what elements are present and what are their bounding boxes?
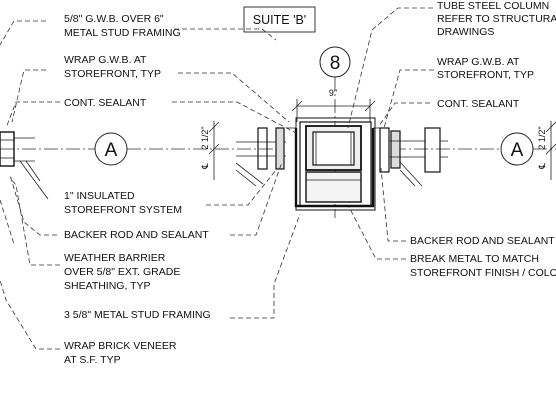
tube-steel-column (286, 117, 383, 211)
note-wrap-gwb-left: WRAP G.W.B. AT STOREFRONT, TYP (64, 54, 161, 80)
left-centerline-symbol: ℄ (200, 163, 210, 170)
right-offset-dimension: 2 1/2" ℄ (537, 121, 556, 180)
center-left-glazing (235, 127, 286, 187)
right-centerline-symbol: ℄ (537, 163, 547, 170)
note-weather-barrier: WEATHER BARRIER OVER 5/8" EXT. GRADE SHE… (64, 252, 183, 292)
grid-bubble-column-label: 8 (330, 53, 341, 74)
note-tube-steel-column: TUBE STEEL COLUMN REFER TO STRUCTURAL DR… (437, 0, 556, 38)
right-offset-label: 2 1/2" (537, 126, 547, 149)
left-offset-label: 2 1/2" (200, 126, 210, 149)
center-right-glazing (379, 127, 448, 187)
left-notes: 5/8" G.W.B. OVER 6" METAL STUD FRAMING W… (64, 13, 211, 366)
suite-label: SUITE 'B' (253, 13, 306, 27)
note-cont-sealant-left: CONT. SEALANT (64, 97, 147, 109)
left-offset-dimension: 2 1/2" ℄ (200, 121, 220, 180)
note-gwb-over-stud: 5/8" G.W.B. OVER 6" METAL STUD FRAMING (64, 13, 181, 39)
note-wrap-gwb-right: WRAP G.W.B. AT STOREFRONT, TYP (437, 56, 534, 81)
grid-bubble-row-left-label: A (105, 140, 118, 161)
left-storefront-frame (0, 131, 49, 200)
note-insulated-storefront: 1" INSULATED STOREFRONT SYSTEM (64, 190, 182, 216)
note-break-metal: BREAK METAL TO MATCH STOREFRONT FINISH /… (410, 253, 556, 279)
note-backer-rod-right: BACKER ROD AND SEALANT (410, 235, 555, 247)
right-notes: TUBE STEEL COLUMN REFER TO STRUCTURAL DR… (410, 0, 556, 279)
leader-lines (0, 7, 434, 350)
suite-label-box (243, 6, 316, 33)
grid-bubble-row-right-label: A (511, 140, 524, 161)
note-wrap-brick-veneer: WRAP BRICK VENEER AT S.F. TYP (64, 340, 179, 366)
top-dimension: 9" (291, 88, 376, 122)
note-cont-sealant-right: CONT. SEALANT (437, 98, 520, 110)
note-backer-rod-left: BACKER ROD AND SEALANT (64, 229, 209, 241)
note-metal-stud-framing: 3 5/8" METAL STUD FRAMING (64, 309, 211, 321)
top-dimension-label: 9" (329, 88, 337, 98)
